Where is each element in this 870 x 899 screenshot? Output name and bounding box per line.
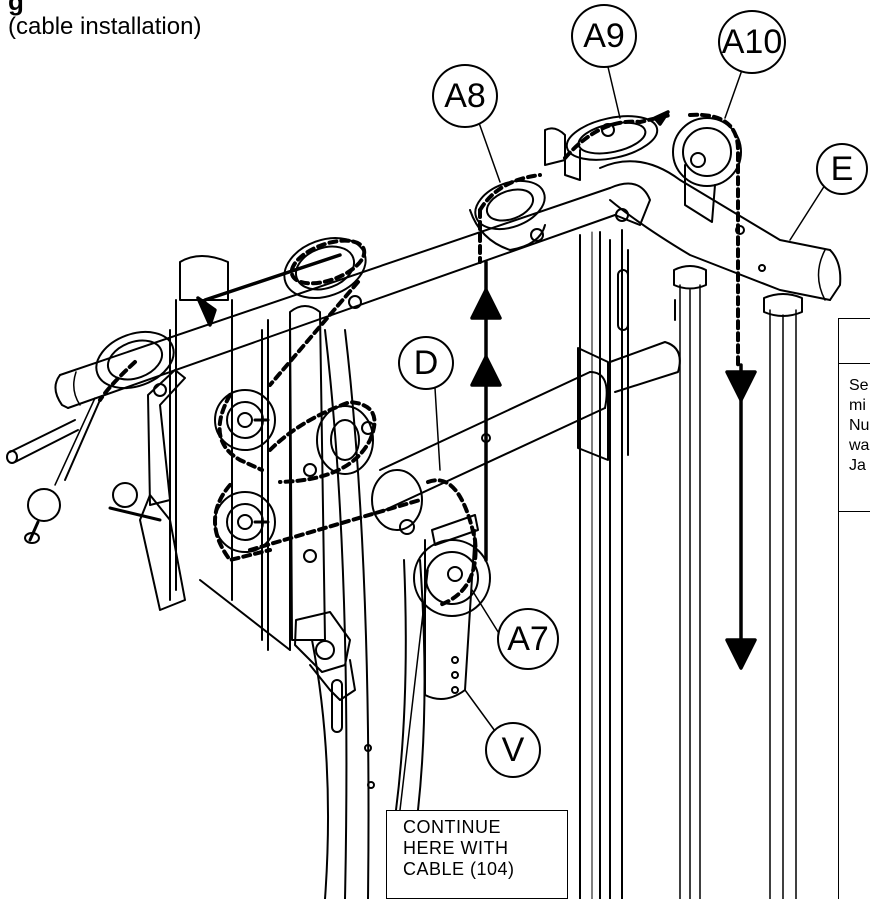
side-panel-line: Ja [849,457,866,474]
cable-arrows [64,110,757,670]
callout-v: V [485,722,541,778]
continue-note: CONTINUE HERE WITH CABLE (104) [386,810,568,899]
side-panel-line: mi [849,397,866,414]
callout-a7: A7 [497,608,559,670]
frame-posts [579,229,803,899]
callout-e: E [816,143,868,195]
note-line: CONTINUE [403,817,501,837]
pulley-stack [214,389,423,553]
side-instruction-panel: Se mi Nu wa Ja [838,318,870,899]
bracket-v [413,514,491,700]
cable-route [98,112,740,607]
note-line: HERE WITH [403,838,509,858]
side-panel-header [839,319,870,364]
beam-e [599,160,842,301]
side-panel-text: Se mi Nu wa Ja [839,364,870,476]
side-panel-divider [839,511,870,512]
note-line: CABLE (104) [403,859,515,879]
callout-d: D [398,336,454,390]
handle-assembly [6,369,186,544]
top-pulleys [544,115,742,223]
side-panel-line: Se [849,377,869,394]
callout-a9: A9 [571,4,637,68]
callout-a8: A8 [432,64,498,128]
leader-lines [399,66,826,811]
side-panel-line: wa [849,437,870,454]
callout-a10: A10 [718,10,786,74]
top-beam [54,179,651,409]
side-panel-line: Nu [849,417,870,434]
section-title-fragment: g [8,0,24,16]
section-subtitle: (cable installation) [8,13,202,40]
